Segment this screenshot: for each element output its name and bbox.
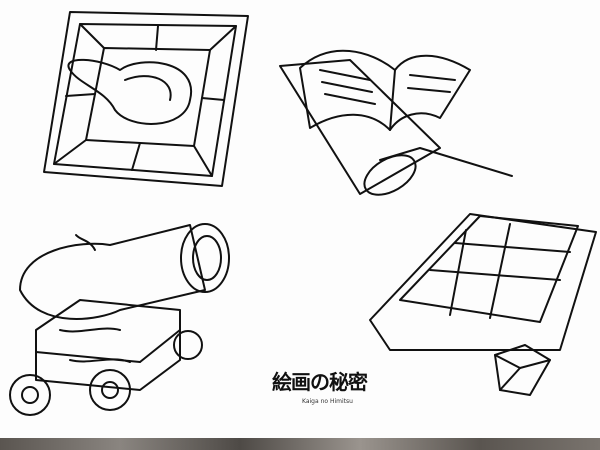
bottom-strip [0,438,600,450]
cannon [9,223,230,416]
chocolate-bar [369,213,597,396]
book-and-brush [279,49,513,196]
logo-text: 絵画の秘密 [272,370,368,394]
frame-with-pestle [43,11,249,187]
logo-subtitle: Kaiga no Himitsu [302,398,353,405]
logo: 絵画の秘密 Kaiga no Himitsu [272,368,382,406]
